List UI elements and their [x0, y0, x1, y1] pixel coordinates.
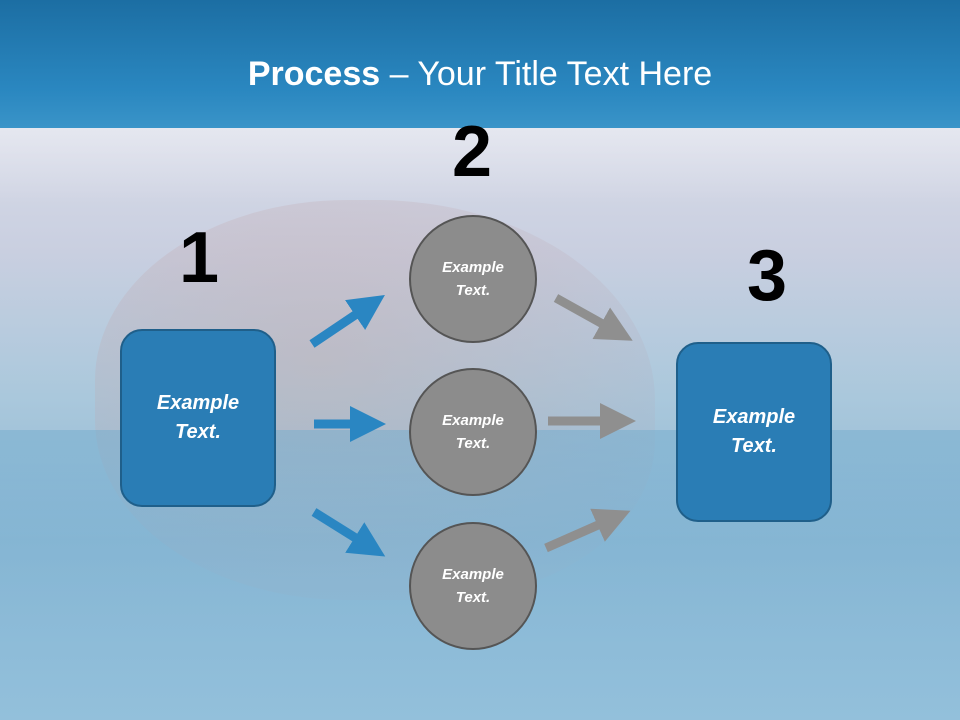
- arrow-blue-down: [311, 508, 386, 557]
- title-bar: [0, 0, 960, 128]
- left-step-box[interactable]: Example Text.: [120, 329, 276, 507]
- circle-top-label: Example Text.: [442, 259, 504, 299]
- right-step-box[interactable]: Example Text.: [676, 342, 832, 522]
- slide-title: Process – Your Title Text Here: [0, 54, 960, 94]
- arrow-gray-up: [553, 294, 633, 341]
- circle-middle-label: Example Text.: [442, 412, 504, 452]
- step-number-2: 2: [451, 112, 493, 192]
- step-number-1: 1: [178, 218, 220, 298]
- circle-bottom-label: Example Text.: [442, 566, 504, 606]
- title-strong: Process: [247, 55, 381, 93]
- circle-middle[interactable]: Example Text.: [409, 368, 537, 496]
- step-number-3: 3: [746, 236, 788, 316]
- arrow-blue-up: [309, 294, 385, 348]
- right-step-label: Example Text.: [712, 406, 796, 457]
- circle-bottom[interactable]: Example Text.: [409, 522, 537, 650]
- background-highlight: [0, 125, 960, 205]
- circle-top[interactable]: Example Text.: [409, 215, 537, 343]
- arrow-gray-down: [544, 508, 631, 553]
- title-rest: – Your Title Text Here: [380, 55, 713, 93]
- left-step-label: Example Text.: [156, 392, 240, 443]
